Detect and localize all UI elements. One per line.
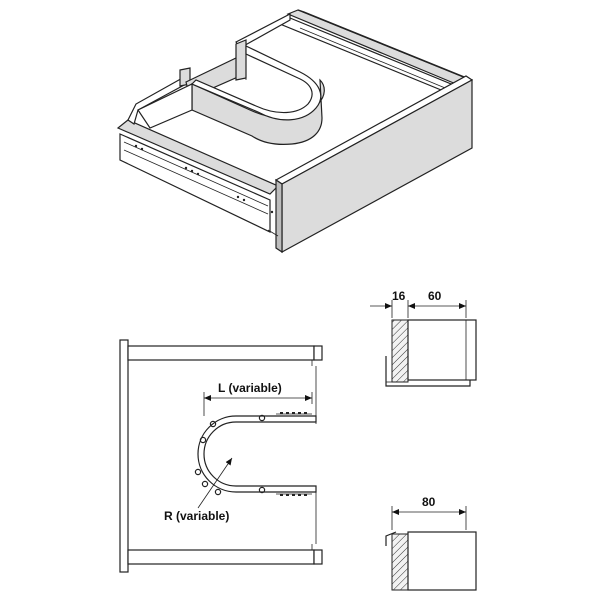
detail-bottom-front-hatch [391, 533, 409, 591]
dim-80-label: 80 [422, 495, 436, 509]
plan-view: L (variable) R (variable) [119, 339, 323, 573]
plan-drawer-front [119, 339, 129, 573]
dim-radius-label: R (variable) [164, 509, 229, 523]
dim-length-label: L (variable) [218, 381, 282, 395]
plan-u-cutout [197, 415, 317, 493]
plan-side-top [127, 345, 315, 361]
dim-60-label: 60 [428, 289, 442, 303]
detail-bottom-section: 80 [385, 495, 477, 591]
isometric-drawer-view [116, 9, 474, 254]
detail-top-front-hatch [391, 319, 409, 383]
plan-side-bottom [127, 549, 315, 565]
detail-top-section: 16 60 [370, 289, 477, 387]
drawer-right-side [286, 9, 468, 85]
dim-radius-leader [197, 457, 233, 509]
plan-perforations [194, 412, 312, 496]
rail-holes [134, 144, 274, 214]
dim-16-label: 16 [392, 289, 406, 303]
